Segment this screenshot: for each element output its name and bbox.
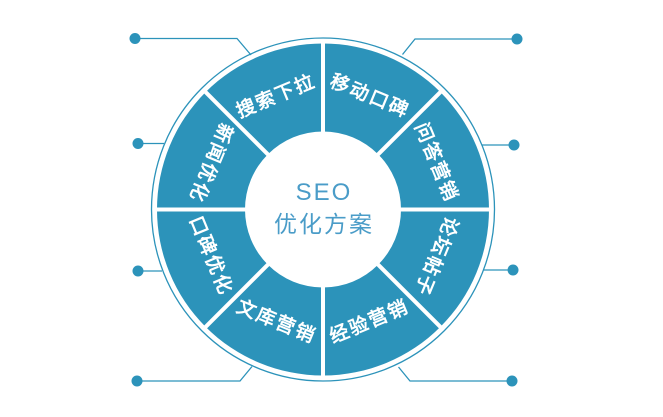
segment-divider	[202, 89, 273, 159]
segment-divider	[373, 260, 444, 330]
connector-dot	[507, 264, 519, 276]
connector-dot	[506, 375, 518, 387]
outer-ring-outline	[150, 37, 496, 382]
center-title-line2: 优化方案	[274, 211, 374, 237]
connector-dot	[511, 33, 523, 45]
connectors	[129, 33, 523, 387]
segment-divider	[202, 260, 273, 330]
center-title-line1: SEO	[296, 179, 353, 206]
connector-line	[397, 366, 512, 382]
segment-divider	[373, 89, 444, 159]
connector-dot	[508, 139, 520, 151]
connector-dot	[132, 265, 144, 277]
connector-dot	[132, 138, 144, 149]
connector-dot	[129, 33, 141, 44]
segment-dividers	[155, 41, 491, 378]
connector-line	[137, 366, 253, 382]
connector-dot	[131, 375, 143, 387]
connector-line	[135, 37, 252, 56]
connector-line	[401, 38, 517, 55]
